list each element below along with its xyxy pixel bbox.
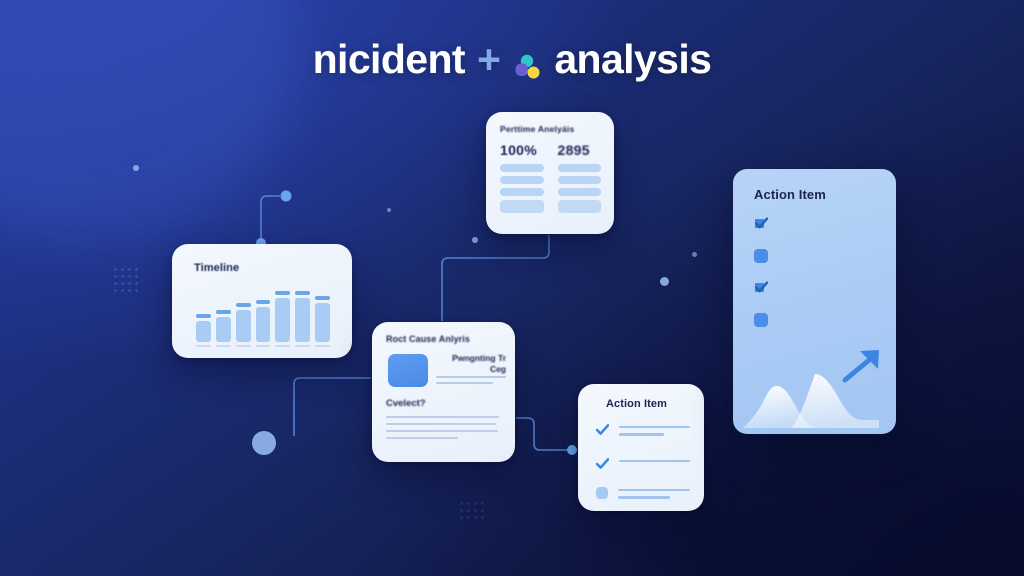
stat-bar-tall xyxy=(500,200,544,213)
image-placeholder-icon xyxy=(388,354,428,387)
axis-tick xyxy=(315,345,331,347)
accent-circle xyxy=(252,431,276,455)
text-line xyxy=(619,459,690,463)
list-item-text xyxy=(779,217,878,218)
card-action-small-title: Action Item xyxy=(606,398,667,410)
background-dot xyxy=(133,165,139,171)
stat-bar xyxy=(500,176,544,184)
title-word-right: analysis xyxy=(554,36,712,82)
stat-bar-tall xyxy=(557,200,601,213)
card-analysis-title: Perttime Anelyáis xyxy=(500,124,575,134)
title-word-left: nicident xyxy=(312,36,466,82)
axis-tick xyxy=(215,345,231,347)
list-item-text xyxy=(618,487,690,504)
stat-bar xyxy=(557,176,601,184)
list-item[interactable] xyxy=(754,249,878,263)
rootcause-heading: Pwngnting Tr Ceg xyxy=(452,353,506,374)
text-line xyxy=(386,437,459,439)
check-icon[interactable] xyxy=(754,281,769,295)
list-item-text xyxy=(619,458,690,467)
connector-rootcause-to-action xyxy=(516,417,577,451)
action-item-large-checklist xyxy=(754,217,878,345)
card-timeline-title: Timeline xyxy=(194,262,240,274)
checkbox-empty-icon[interactable] xyxy=(596,486,608,499)
axis-tick xyxy=(255,345,271,347)
three-shape-cluster-icon xyxy=(512,45,542,78)
list-item[interactable] xyxy=(596,457,690,470)
chart-bar xyxy=(315,295,331,342)
axis-tick xyxy=(235,345,251,347)
rootcause-body-text xyxy=(386,416,499,444)
stat-column: 100% xyxy=(500,142,544,217)
text-line xyxy=(436,376,506,378)
stat-value: 100% xyxy=(500,142,538,158)
dot-grid-pattern xyxy=(112,266,138,292)
card-action-item-large[interactable]: Action Item xyxy=(733,169,896,434)
stat-column: 2895 xyxy=(557,142,601,217)
check-icon[interactable] xyxy=(754,217,769,231)
background-dot xyxy=(472,237,478,243)
chart-bar xyxy=(235,302,251,342)
page-title: nicident + analysis xyxy=(0,36,1024,83)
checkbox-empty-icon[interactable] xyxy=(754,313,768,327)
text-line xyxy=(386,416,499,418)
text-line xyxy=(619,433,664,436)
rootcause-section-heading: Cvelect? xyxy=(386,398,426,409)
text-line xyxy=(386,430,498,432)
chart-bar xyxy=(215,310,231,342)
connector-timeline-up xyxy=(260,195,280,243)
card-rootcause-title: Roct Cause Anlyris xyxy=(386,334,470,344)
text-line xyxy=(618,496,670,499)
list-item-text xyxy=(779,281,878,282)
chart-bar xyxy=(295,291,311,342)
timeline-bar-chart xyxy=(196,286,331,342)
analysis-stat-columns: 100% 2895 xyxy=(500,142,601,217)
axis-tick xyxy=(196,345,211,347)
list-item[interactable] xyxy=(754,281,878,295)
card-action-item-small[interactable]: Action Item xyxy=(578,384,704,511)
stat-bar xyxy=(557,188,601,196)
list-item[interactable] xyxy=(596,486,690,504)
check-icon[interactable] xyxy=(596,457,609,470)
action-item-checklist xyxy=(596,424,690,521)
list-item[interactable] xyxy=(754,313,878,327)
list-item-text xyxy=(619,424,690,441)
list-item-text xyxy=(779,249,878,250)
checkbox-empty-icon[interactable] xyxy=(754,249,768,263)
text-line xyxy=(436,382,494,384)
stat-value: 2895 xyxy=(557,142,590,158)
list-item-text xyxy=(779,313,878,314)
text-line xyxy=(618,488,690,492)
mountain-with-upward-arrow-icon xyxy=(743,350,879,428)
stat-bar xyxy=(557,164,601,172)
chart-bar xyxy=(275,291,291,342)
title-plus-sign: + xyxy=(476,36,501,82)
card-realtime-analysis[interactable]: Perttime Anelyáis 100% 2895 xyxy=(486,112,614,234)
connector-rootcause-left xyxy=(293,377,371,436)
connector-node-upper xyxy=(280,190,292,202)
timeline-axis-ticks xyxy=(196,345,331,347)
list-item[interactable] xyxy=(596,424,690,441)
chart-bar xyxy=(196,313,211,342)
text-line xyxy=(619,426,690,429)
connector-analysis-to-rootcause xyxy=(441,235,550,321)
card-timeline[interactable]: Timeline xyxy=(172,244,352,358)
axis-tick xyxy=(295,345,311,347)
card-root-cause-analysis[interactable]: Roct Cause Anlyris Pwngnting Tr Ceg Cvel… xyxy=(372,322,515,462)
chart-bar xyxy=(255,299,271,342)
stat-bar xyxy=(500,188,544,196)
text-line xyxy=(386,423,496,425)
card-action-large-title: Action Item xyxy=(754,187,826,202)
list-item[interactable] xyxy=(754,217,878,231)
rootcause-subtext xyxy=(436,376,506,388)
background-dot xyxy=(660,277,669,286)
connector-node-action xyxy=(567,445,577,455)
background-dot xyxy=(387,208,391,212)
dot-grid-pattern-secondary xyxy=(458,500,484,520)
stat-bar xyxy=(500,164,544,172)
check-icon[interactable] xyxy=(596,424,609,436)
background-dot xyxy=(692,252,697,257)
axis-tick xyxy=(275,345,291,347)
